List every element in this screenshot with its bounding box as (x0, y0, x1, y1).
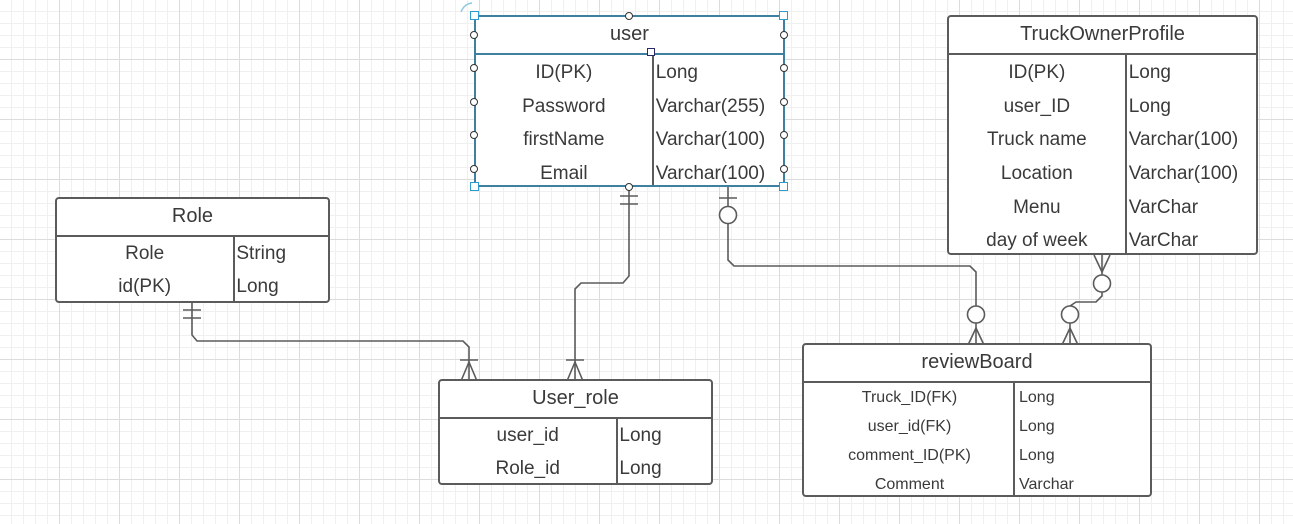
relationship-role-user-role[interactable] (183, 302, 478, 382)
column-name: comment_ID(PK) (848, 447, 971, 464)
table-row[interactable]: day of week VarChar (949, 224, 1256, 253)
column-type: Long (1019, 418, 1055, 435)
column-type: VarChar (1128, 230, 1199, 252)
column-type: Long (655, 62, 698, 83)
entity-role[interactable]: Role Role String id(PK) Long (55, 197, 330, 303)
column-name: Comment (874, 476, 945, 493)
column-type: Varchar(100) (655, 162, 766, 184)
entity-title: reviewBoard (804, 345, 1150, 383)
column-name: Location (1000, 163, 1073, 185)
entity-title: TruckOwnerProfile (949, 17, 1256, 55)
column-type: Varchar(255) (655, 95, 766, 117)
connection-point-top[interactable] (625, 12, 633, 20)
column-name: ID(PK) (535, 62, 593, 83)
connection-point-left[interactable] (470, 64, 478, 72)
connection-point-bottom[interactable] (625, 183, 633, 191)
resize-handle-bottom-left[interactable] (470, 182, 479, 191)
zero-mark (1060, 305, 1080, 324)
connection-point-left[interactable] (470, 165, 478, 173)
table-row[interactable]: Truck_ID(FK) Long (804, 384, 1150, 413)
entity-title: Role (57, 199, 328, 237)
column-type: Varchar(100) (655, 129, 766, 150)
column-type: Varchar(100) (1128, 163, 1239, 185)
column-name: Truck name (987, 129, 1087, 151)
connection-point-left[interactable] (470, 98, 478, 106)
connection-point-right[interactable] (780, 165, 788, 173)
table-row[interactable]: user_id(FK) Long (804, 413, 1150, 442)
connection-point-right[interactable] (780, 131, 788, 139)
relationship-user-user-role[interactable] (566, 187, 638, 382)
column-type: Long (1019, 447, 1055, 464)
column-type: Long (1128, 95, 1171, 117)
table-row[interactable]: Email Varchar(100) (476, 157, 783, 186)
column-type: Varchar (1019, 476, 1074, 493)
table-row[interactable]: Role String (57, 237, 328, 270)
resize-handle-top-left[interactable] (470, 11, 479, 20)
table-row[interactable]: ID(PK) Long (476, 56, 783, 90)
table-row[interactable]: Comment Varchar (804, 471, 1150, 495)
column-name: Role_id (495, 458, 560, 479)
column-name: Role (125, 243, 165, 264)
table-row[interactable]: user_id Long (440, 419, 711, 452)
table-row[interactable]: ID(PK) Long (949, 56, 1256, 90)
zero-mark (718, 205, 738, 225)
resize-handle-bottom-right[interactable] (779, 182, 788, 191)
column-type: Long (1019, 389, 1055, 406)
connection-point-left[interactable] (470, 31, 478, 39)
entity-title: user (476, 17, 783, 55)
zero-mark (1092, 274, 1112, 293)
table-row[interactable]: firstName Varchar(100) (476, 123, 783, 157)
resize-handle-top-right[interactable] (779, 11, 788, 20)
relationship-truck-owner-profile-review-board[interactable] (1060, 254, 1112, 346)
crowfoot-many (1093, 254, 1111, 274)
table-row[interactable]: id(PK) Long (57, 270, 328, 301)
relationship-user-review-board[interactable] (718, 187, 986, 346)
column-type: Long (1128, 62, 1171, 83)
column-name: Email (540, 162, 588, 184)
entity-user[interactable]: user ID(PK) Long Password Varchar(255) f… (474, 15, 785, 187)
column-name: user_id(FK) (867, 418, 952, 435)
table-row[interactable]: Password Varchar(255) (476, 90, 783, 124)
column-name: Menu (1013, 196, 1061, 218)
table-row[interactable]: comment_ID(PK) Long (804, 442, 1150, 471)
connection-point-right[interactable] (780, 31, 788, 39)
crowfoot-many (967, 326, 985, 346)
column-name: id(PK) (118, 276, 172, 297)
column-name: Password (522, 95, 606, 117)
rotate-handle-icon[interactable] (460, 2, 473, 13)
connection-point-left[interactable] (470, 131, 478, 139)
column-name: ID(PK) (1008, 62, 1066, 83)
entity-review-board[interactable]: reviewBoard Truck_ID(FK) Long user_id(FK… (802, 343, 1152, 497)
column-name: day of week (986, 230, 1088, 252)
column-name: user_id (496, 425, 559, 446)
column-divider-handle[interactable] (647, 48, 655, 56)
entity-truck-owner-profile[interactable]: TruckOwnerProfile ID(PK) Long user_ID Lo… (947, 15, 1258, 255)
table-row[interactable]: Role_id Long (440, 452, 711, 483)
crowfoot-many (566, 359, 584, 382)
column-type: Varchar(100) (1128, 129, 1239, 151)
crowfoot-many (460, 359, 478, 382)
column-name: firstName (523, 129, 605, 150)
column-type: Long (619, 425, 662, 446)
column-type: VarChar (1128, 196, 1199, 218)
table-row[interactable]: Location Varchar(100) (949, 157, 1256, 191)
connection-point-right[interactable] (780, 98, 788, 106)
entity-title: User_role (440, 381, 711, 419)
column-type: String (236, 243, 287, 264)
table-row[interactable]: Menu VarChar (949, 191, 1256, 225)
column-type: Long (619, 458, 662, 479)
crowfoot-many (1061, 326, 1079, 346)
connection-point-right[interactable] (780, 64, 788, 72)
zero-mark (966, 305, 986, 324)
column-name: user_ID (1003, 95, 1071, 117)
column-name: Truck_ID(FK) (861, 389, 958, 406)
table-row[interactable]: user_ID Long (949, 90, 1256, 124)
table-row[interactable]: Truck name Varchar(100) (949, 123, 1256, 157)
entity-user-role[interactable]: User_role user_id Long Role_id Long (438, 379, 713, 485)
column-type: Long (236, 276, 279, 297)
